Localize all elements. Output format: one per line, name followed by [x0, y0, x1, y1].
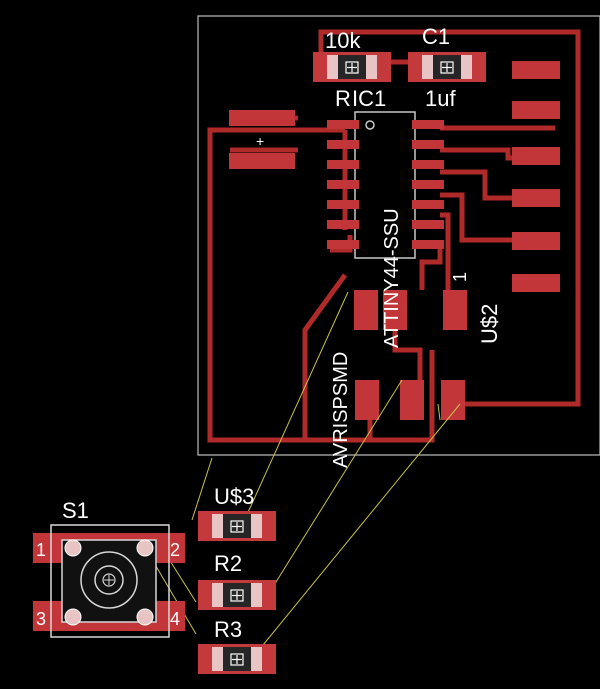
capacitor-c1 [407, 51, 487, 83]
plus-mark: + [256, 133, 264, 149]
c1-name-label: C1 [422, 24, 450, 49]
avr-value-label: AVRISPSMD [330, 352, 352, 468]
power-pads [229, 110, 295, 169]
ic1-attiny44 [327, 111, 444, 259]
u2-pads [354, 290, 467, 420]
s1-pin2-label: 2 [170, 540, 180, 560]
ic1-value-label: ATTINY44-SSU [381, 208, 403, 348]
ic1-name-label: IC1 [352, 86, 386, 111]
c1-value-label: 1uf [425, 86, 456, 111]
board-outline [197, 15, 600, 456]
u2-name-label: U$2 [477, 304, 502, 344]
r3-name-label: R3 [214, 617, 242, 642]
r1-value-label: 10k [325, 28, 361, 53]
r1-name-label: R [335, 86, 351, 111]
connector-pads [512, 61, 560, 292]
s1-pin1-label: 1 [36, 540, 46, 560]
pin1-label: 1 [450, 272, 470, 282]
r3-part [197, 643, 277, 675]
s1-pin3-label: 3 [36, 609, 46, 629]
u3-name-label: U$3 [214, 484, 254, 509]
r2-name-label: R2 [214, 551, 242, 576]
switch-s1 [33, 524, 185, 638]
resistor-r1 [312, 51, 392, 83]
u3-part [197, 510, 277, 542]
r2-part [197, 579, 277, 611]
s1-pin4-label: 4 [170, 609, 180, 629]
s1-name-label: S1 [62, 498, 89, 523]
